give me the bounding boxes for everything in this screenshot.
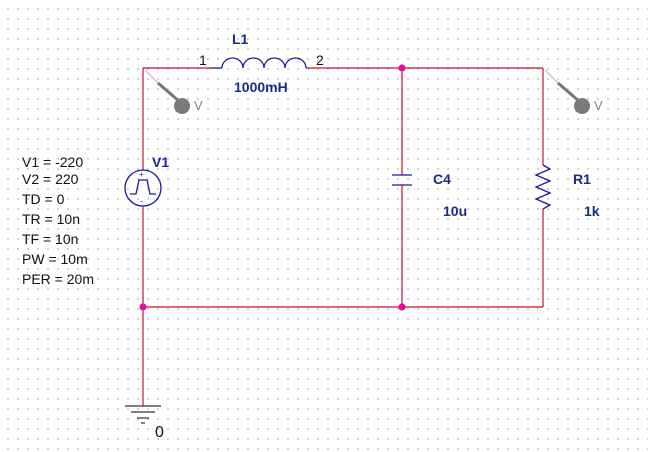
resistor-value: 1k — [584, 203, 600, 219]
junction-dot — [398, 303, 406, 311]
capacitor-name: C4 — [433, 171, 451, 187]
inductor-pin2-label: 2 — [316, 52, 324, 68]
source-param: TR = 10n — [22, 211, 80, 227]
resistor-R1[interactable]: R1 1k — [534, 164, 600, 219]
voltage-source-V1[interactable]: + - V1 — [124, 154, 169, 207]
junctions — [139, 64, 406, 311]
wires — [142, 67, 544, 406]
source-param: PER = 20m — [22, 271, 94, 287]
probe-label: V — [594, 98, 603, 113]
probe-icon — [574, 98, 590, 114]
junction-dot — [398, 64, 406, 72]
probe-tip — [544, 69, 559, 84]
inductor-L1[interactable]: L1 1 2 1000mH — [199, 31, 324, 95]
pulse-waveform — [130, 179, 156, 195]
probe-icon — [174, 98, 190, 114]
source-param: PW = 10m — [22, 251, 88, 267]
probe-label: V — [194, 98, 203, 113]
source-plus-sign: + — [139, 170, 144, 179]
source-minus-sign: - — [140, 196, 143, 206]
probe-stem — [557, 81, 581, 104]
source-param: V2 = 220 — [22, 171, 79, 187]
ground-label: 0 — [155, 424, 164, 441]
voltage-probe-left[interactable]: V — [144, 69, 203, 114]
inductor-value: 1000mH — [234, 79, 288, 95]
resistor-zigzag — [534, 164, 552, 210]
inductor-name: L1 — [232, 31, 249, 47]
source-param: TF = 10n — [22, 231, 78, 247]
resistor-name: R1 — [573, 171, 591, 187]
ground-symbol[interactable]: 0 — [125, 405, 164, 441]
capacitor-value: 10u — [443, 203, 467, 219]
source-param: V1 = -220 — [22, 154, 83, 170]
junction-dot — [139, 303, 147, 311]
probe-tip — [144, 69, 159, 84]
capacitor-C4[interactable]: C4 10u — [392, 171, 467, 219]
source-name: V1 — [152, 154, 169, 170]
inductor-symbol — [221, 57, 307, 69]
probe-stem — [157, 81, 181, 104]
voltage-probe-right[interactable]: V — [544, 69, 603, 114]
inductor-pin1-label: 1 — [199, 52, 207, 68]
source-parameters: V1 = -220 V2 = 220 TD = 0 TR = 10n TF = … — [22, 154, 94, 287]
source-circle — [124, 169, 162, 207]
source-param: TD = 0 — [22, 191, 65, 207]
